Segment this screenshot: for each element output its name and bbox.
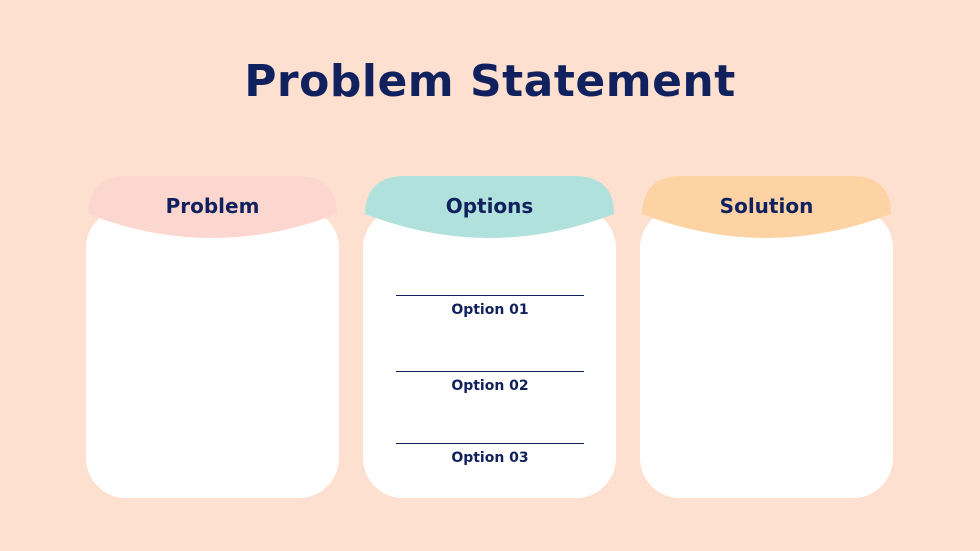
option-item: Option 01 [396,295,584,318]
card-heading: Problem [165,194,260,218]
options-card: Options Option 01 Option 02 Option 03 [363,176,616,498]
solution-card: Solution [640,176,893,498]
card-heading: Solution [719,194,814,218]
card-shape [640,176,893,498]
option-item: Option 03 [396,443,584,466]
option-item: Option 02 [396,371,584,394]
card-heading: Options [445,194,534,218]
card-shape [86,176,339,498]
card-shape [363,176,616,498]
page-title: Problem Statement [244,56,736,107]
problem-card: Problem [86,176,339,498]
